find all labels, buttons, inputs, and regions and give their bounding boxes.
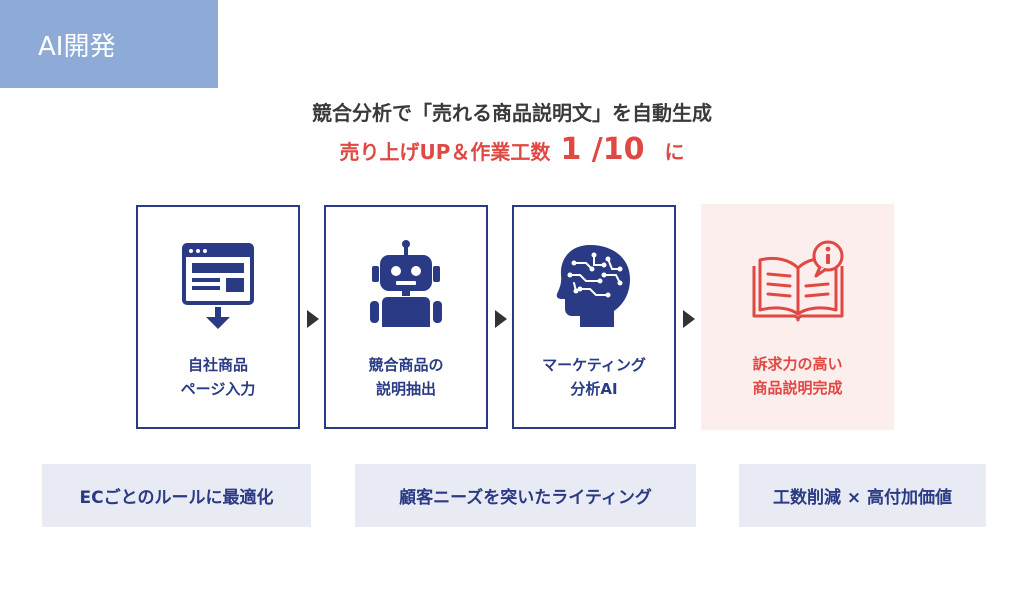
- step-label: マーケティング 分析AI: [542, 356, 646, 398]
- webpage-icon: [138, 239, 298, 329]
- step-company-input: 自社商品 ページ入力: [136, 205, 300, 429]
- benefit-efficiency: 工数削減 × 高付加価値: [739, 464, 986, 527]
- subline-prefix: 売り上げUP＆作業工数: [339, 140, 551, 164]
- step-competitor-extract: 競合商品の 説明抽出: [324, 205, 488, 429]
- flow-arrow-icon: [495, 310, 507, 328]
- headline: 競合分析で「売れる商品説明文」を自動生成: [312, 101, 712, 125]
- step-label: 自社商品 ページ入力: [180, 356, 256, 398]
- section-tag: AI開発: [0, 0, 218, 88]
- subline-ratio: 1 /10: [560, 132, 645, 167]
- flow-arrow-icon: [307, 310, 319, 328]
- step-marketing-ai: マーケティング 分析AI: [512, 205, 676, 429]
- step-description-complete: 訴求力の高い 商品説明完成: [701, 204, 894, 430]
- benefit-customer-needs: 顧客ニーズを突いたライティング: [355, 464, 696, 527]
- ai-brain-icon: [514, 239, 674, 329]
- step-label: 競合商品の 説明抽出: [368, 356, 444, 398]
- subline-suffix: に: [664, 140, 685, 164]
- step-label: 訴求力の高い 商品説明完成: [752, 355, 843, 397]
- robot-icon: [326, 239, 486, 329]
- flow-arrow-icon: [683, 310, 695, 328]
- benefit-ec-rules: ECごとのルールに最適化: [42, 464, 311, 527]
- subline: 売り上げUP＆作業工数 1 /10 に: [0, 132, 1024, 167]
- open-book-icon: [701, 236, 894, 326]
